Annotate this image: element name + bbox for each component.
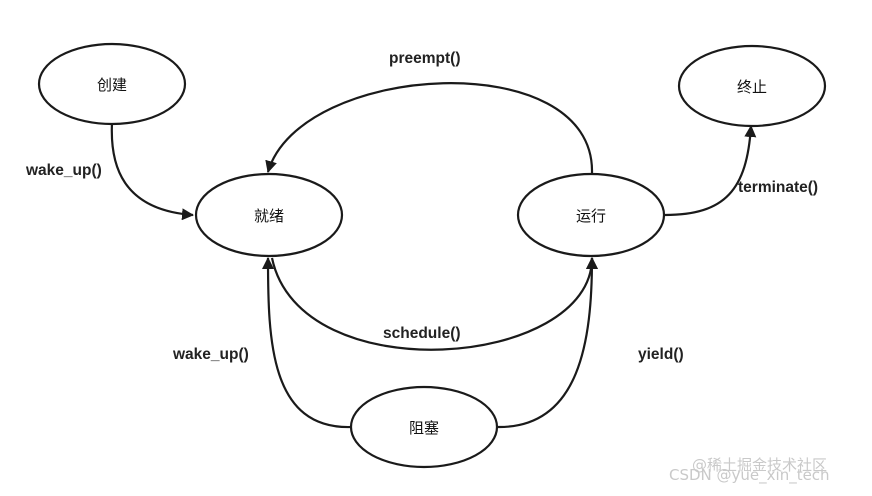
edge-blocked-to-ready [262, 257, 353, 429]
node-running: 运行 [516, 172, 666, 258]
node-create: 创建 [37, 42, 187, 126]
node-terminated: 终止 [677, 44, 827, 128]
node-create-label: 创建 [97, 76, 127, 94]
node-blocked: 阻塞 [349, 385, 499, 469]
node-blocked-label: 阻塞 [409, 419, 439, 437]
edge-ready-to-running [270, 257, 598, 351]
edge-running-to-ready [265, 82, 594, 174]
edge-create-to-ready [110, 122, 194, 221]
edge-running-to-terminated [664, 125, 757, 217]
label-running-to-ready: preempt() [389, 50, 460, 67]
watermark: CSDN @yue_xin_tech [669, 466, 830, 485]
label-create-to-ready: wake_up() [25, 162, 102, 179]
watermark-overlay: @稀土掘金技术社区 [692, 456, 827, 474]
label-blocked-to-running: yield() [638, 346, 684, 363]
node-terminated-label: 终止 [737, 78, 767, 96]
label-ready-to-running: schedule() [383, 325, 461, 342]
node-running-label: 运行 [576, 207, 606, 225]
label-blocked-to-ready: wake_up() [172, 346, 249, 363]
label-running-to-terminated: terminate() [738, 179, 818, 196]
node-ready-label: 就绪 [254, 207, 284, 225]
edge-blocked-to-running [497, 257, 598, 429]
node-ready: 就绪 [194, 172, 344, 258]
